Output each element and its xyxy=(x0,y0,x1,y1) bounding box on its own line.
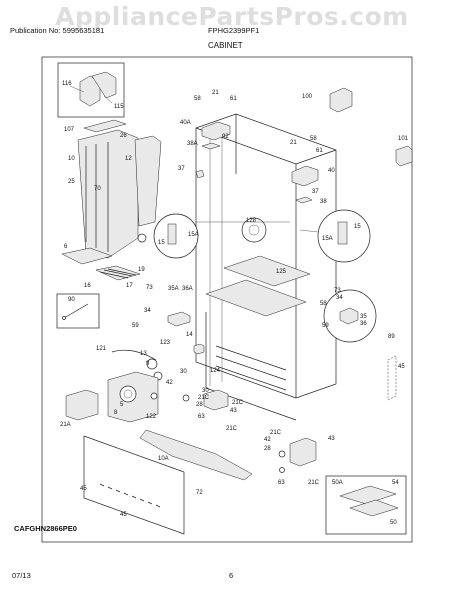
callout: 58 xyxy=(194,96,201,102)
callout: 38 xyxy=(320,199,327,205)
callout: 45 xyxy=(80,486,87,492)
callout: 6 xyxy=(64,244,68,250)
callout: 42 xyxy=(166,380,173,386)
callout: 61 xyxy=(316,148,323,154)
callout: 21C xyxy=(270,430,282,436)
callout: 13 xyxy=(140,351,147,357)
callout: 37 xyxy=(312,189,319,195)
callout: 43 xyxy=(230,408,237,414)
callout: 92 xyxy=(222,134,229,140)
callout: 122 xyxy=(146,414,157,420)
publication-date: 07/13 xyxy=(12,571,31,580)
callout: 35 xyxy=(360,314,367,320)
callout: 8 xyxy=(114,410,118,416)
callout: 14 xyxy=(186,332,193,338)
callout: 21C xyxy=(226,426,238,432)
callout: 12 xyxy=(125,156,132,162)
callout: 21C xyxy=(198,395,210,401)
page-number: 6 xyxy=(229,571,234,580)
lower-panel xyxy=(83,435,185,535)
callout: 15A xyxy=(322,236,333,242)
callout: 124 xyxy=(210,368,221,374)
model-number: FPHG2399PF1 xyxy=(208,26,260,35)
callout: 50A xyxy=(332,480,343,486)
callout: 42 xyxy=(264,437,271,443)
inset-box-bottom-right xyxy=(325,475,407,535)
callout: 89 xyxy=(388,334,395,340)
callout: 90 xyxy=(68,297,75,303)
inset-box-90 xyxy=(56,293,100,329)
site-watermark: AppliancePartsPros.com xyxy=(55,2,409,31)
callout: 58 xyxy=(320,301,327,307)
callout: 19 xyxy=(138,267,145,273)
callout: 54 xyxy=(392,480,399,486)
callout: 58 xyxy=(310,136,317,142)
callout: 107 xyxy=(64,127,75,133)
callout: 43 xyxy=(328,436,335,442)
callout: 73 xyxy=(146,285,153,291)
callout: 5 xyxy=(120,402,124,408)
callout: 100 xyxy=(302,94,313,100)
callout: 17 xyxy=(126,283,133,289)
callout: 50 xyxy=(390,520,397,526)
callout: 125 xyxy=(276,269,287,275)
part-callouts: 116 115 107 26 10 25 12 70 6 16 17 19 58… xyxy=(60,81,409,526)
callout: 15 xyxy=(354,224,361,230)
callout: 101 xyxy=(398,136,409,142)
callout: 34 xyxy=(336,295,343,301)
callout: 30 xyxy=(180,369,187,375)
callout: 15 xyxy=(158,240,165,246)
diagram-frame xyxy=(41,56,413,543)
callout: 59 xyxy=(322,323,329,329)
callout: 116 xyxy=(62,81,72,87)
detail-circle-center xyxy=(241,217,267,243)
callout: 21 xyxy=(212,90,219,96)
callout: 25 xyxy=(68,179,75,185)
callout: 128 xyxy=(246,218,257,224)
publication-number: Publication No: 5995635181 xyxy=(10,26,105,35)
callout: 63 xyxy=(278,480,285,486)
callout: 36A xyxy=(182,286,193,292)
inset-box-top-left xyxy=(57,62,125,118)
callout: 38A xyxy=(187,141,198,147)
callout: 21C xyxy=(232,400,244,406)
callout: 37 xyxy=(178,166,185,172)
callout: 35A xyxy=(168,286,179,292)
callout: 30 xyxy=(202,388,209,394)
callout: 121 xyxy=(96,346,107,352)
callout: 70 xyxy=(94,186,101,192)
callout: 73 xyxy=(334,288,341,294)
callout: 21 xyxy=(290,140,297,146)
callout: 28 xyxy=(264,446,271,452)
callout: 28 xyxy=(196,402,203,408)
callout: 40 xyxy=(328,168,335,174)
callout: 9 xyxy=(146,361,150,367)
callout: 123 xyxy=(160,340,171,346)
callout: 21A xyxy=(60,422,71,428)
callout: 34 xyxy=(144,308,151,314)
section-title: CABINET xyxy=(208,41,243,50)
callout: 15A xyxy=(188,232,199,238)
callout: 115 xyxy=(114,104,124,110)
callout: 21C xyxy=(308,480,320,486)
cabinet-body xyxy=(195,113,337,399)
diagram-code: CAFGHN2866PE0 xyxy=(14,524,77,533)
toe-grille xyxy=(139,429,253,481)
callout: 40A xyxy=(180,120,191,126)
callout: 16 xyxy=(84,283,91,289)
callout: 26 xyxy=(120,133,127,139)
callout: 10 xyxy=(68,156,75,162)
callout: 45 xyxy=(398,364,405,370)
callout: 36 xyxy=(360,321,367,327)
callout: 59 xyxy=(132,323,139,329)
callout: 72 xyxy=(196,490,203,496)
callout: 61 xyxy=(230,96,237,102)
callout: 10A xyxy=(158,456,169,462)
callout: 63 xyxy=(198,414,205,420)
callout: 45 xyxy=(120,512,127,518)
